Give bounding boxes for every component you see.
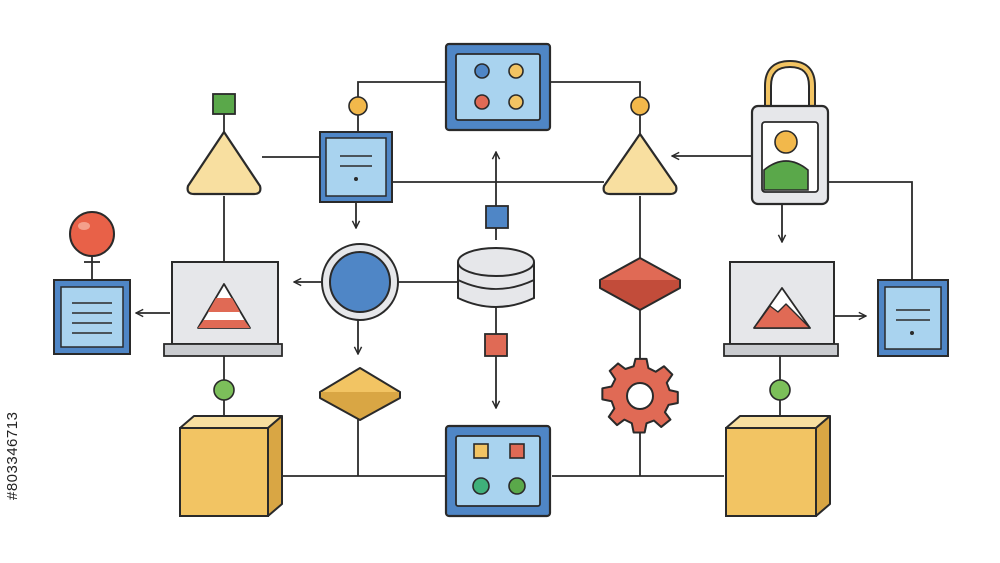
pin-node	[69, 211, 115, 263]
document-node-top	[319, 131, 393, 203]
panel-dot-icon	[508, 63, 524, 79]
panel-dot-icon	[508, 94, 524, 110]
green-node-icon	[769, 379, 791, 401]
box-node-right	[725, 415, 831, 517]
image-id-label: #803346713	[4, 411, 21, 500]
panel-square-icon	[473, 443, 489, 459]
user-head-icon	[774, 130, 798, 154]
green-node-icon	[213, 379, 235, 401]
small-blue-square-icon	[485, 205, 509, 229]
panel-dot-icon	[472, 477, 490, 495]
database-node	[457, 205, 535, 357]
laptop-node-right	[723, 261, 839, 357]
panel-dot-icon	[508, 477, 526, 495]
bottom-dots-panel	[444, 424, 552, 518]
document-node-right	[877, 279, 949, 357]
panel-dot-icon	[474, 94, 490, 110]
panel-dot-icon	[474, 63, 490, 79]
small-red-square-icon	[484, 333, 508, 357]
document-node-left	[53, 279, 131, 355]
laptop-node-left	[163, 261, 283, 357]
connector-node-icon	[630, 96, 650, 116]
connectors	[91, 81, 913, 477]
padlock-user-node	[750, 59, 830, 206]
box-node-left	[179, 415, 283, 517]
yellow-diamond-node	[319, 367, 401, 421]
center-circle-node	[321, 243, 399, 321]
red-diamond-node	[599, 257, 681, 311]
left-triangle-node	[186, 93, 262, 196]
right-triangle-node	[602, 132, 678, 196]
connector-node-icon	[348, 96, 368, 116]
top-dots-panel	[444, 42, 552, 132]
panel-square-icon	[509, 443, 525, 459]
gear-icon	[601, 357, 679, 434]
green-square-icon	[212, 93, 236, 115]
